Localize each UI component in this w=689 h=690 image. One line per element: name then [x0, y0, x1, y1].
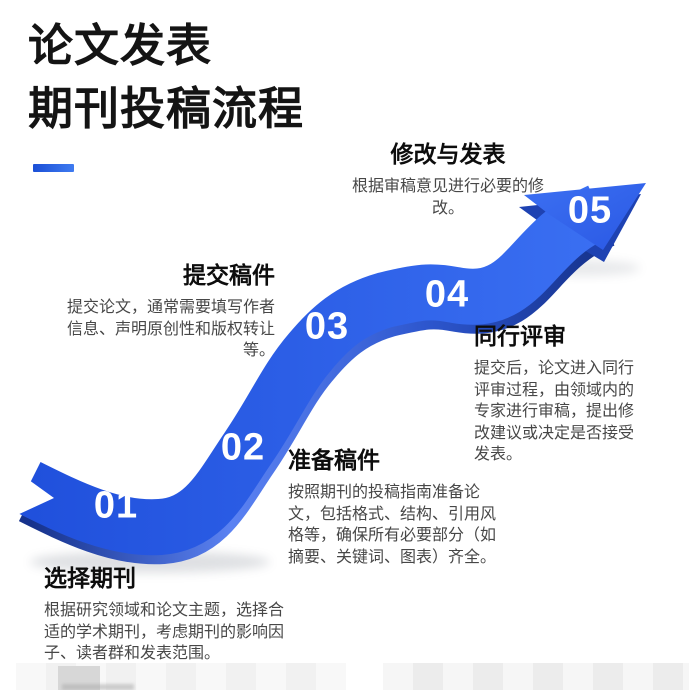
ribbon-tail-notch: [2, 462, 54, 522]
step-5-number: 05: [567, 189, 613, 232]
step-2-number: 02: [220, 426, 266, 469]
step-5-title: 修改与发表: [390, 141, 506, 167]
page-title-line1: 论文发表: [28, 20, 213, 71]
step-block-4: 同行评审 提交后，论文进入同行评审过程，由领域内的专家进行审稿，提出修改建议或决…: [474, 322, 648, 466]
step-1-title: 选择期刊: [44, 565, 136, 591]
step-3-desc: 提交论文，通常需要填写作者信息、声明原创性和版权转让等。: [66, 299, 275, 359]
step-4-desc: 提交后，论文进入同行评审过程，由领域内的专家进行审稿，提出修改建议或决定是否接受…: [474, 360, 635, 463]
step-2-desc: 按照期刊的投稿指南准备论文，包括格式、结构、引用风格等，确保所有必要部分（如摘要…: [288, 484, 497, 566]
step-4-number: 04: [424, 273, 470, 316]
step-1-desc: 根据研究领域和论文主题，选择合适的学术期刊，考虑期刊的影响因子、读者群和发表范围…: [44, 602, 285, 662]
step-block-1: 选择期刊 根据研究领域和论文主题，选择合适的学术期刊，考虑期刊的影响因子、读者群…: [44, 564, 286, 665]
step-block-3: 提交稿件 提交论文，通常需要填写作者信息、声明原创性和版权转让等。: [60, 261, 275, 362]
page-title: 论文发表 期刊投稿流程: [28, 14, 304, 140]
step-1-number: 01: [93, 484, 139, 527]
step-3-title: 提交稿件: [183, 262, 275, 288]
ribbon-surface: [15, 185, 612, 556]
arrow-head: [524, 183, 646, 250]
step-2-title: 准备稿件: [288, 447, 380, 473]
watermark-smudge-dark: [62, 684, 134, 690]
title-accent-dash: [33, 164, 74, 172]
step-4-title: 同行评审: [474, 323, 566, 349]
step-block-2: 准备稿件 按照期刊的投稿指南准备论文，包括格式、结构、引用风格等，确保所有必要部…: [288, 446, 500, 568]
page-title-line2: 期刊投稿流程: [28, 83, 305, 134]
step-3-number: 03: [304, 305, 350, 348]
step-block-5: 修改与发表 根据审稿意见进行必要的修改。: [352, 140, 544, 219]
watermark-strip-right: [383, 663, 689, 690]
step-5-desc: 根据审稿意见进行必要的修改。: [352, 178, 545, 217]
